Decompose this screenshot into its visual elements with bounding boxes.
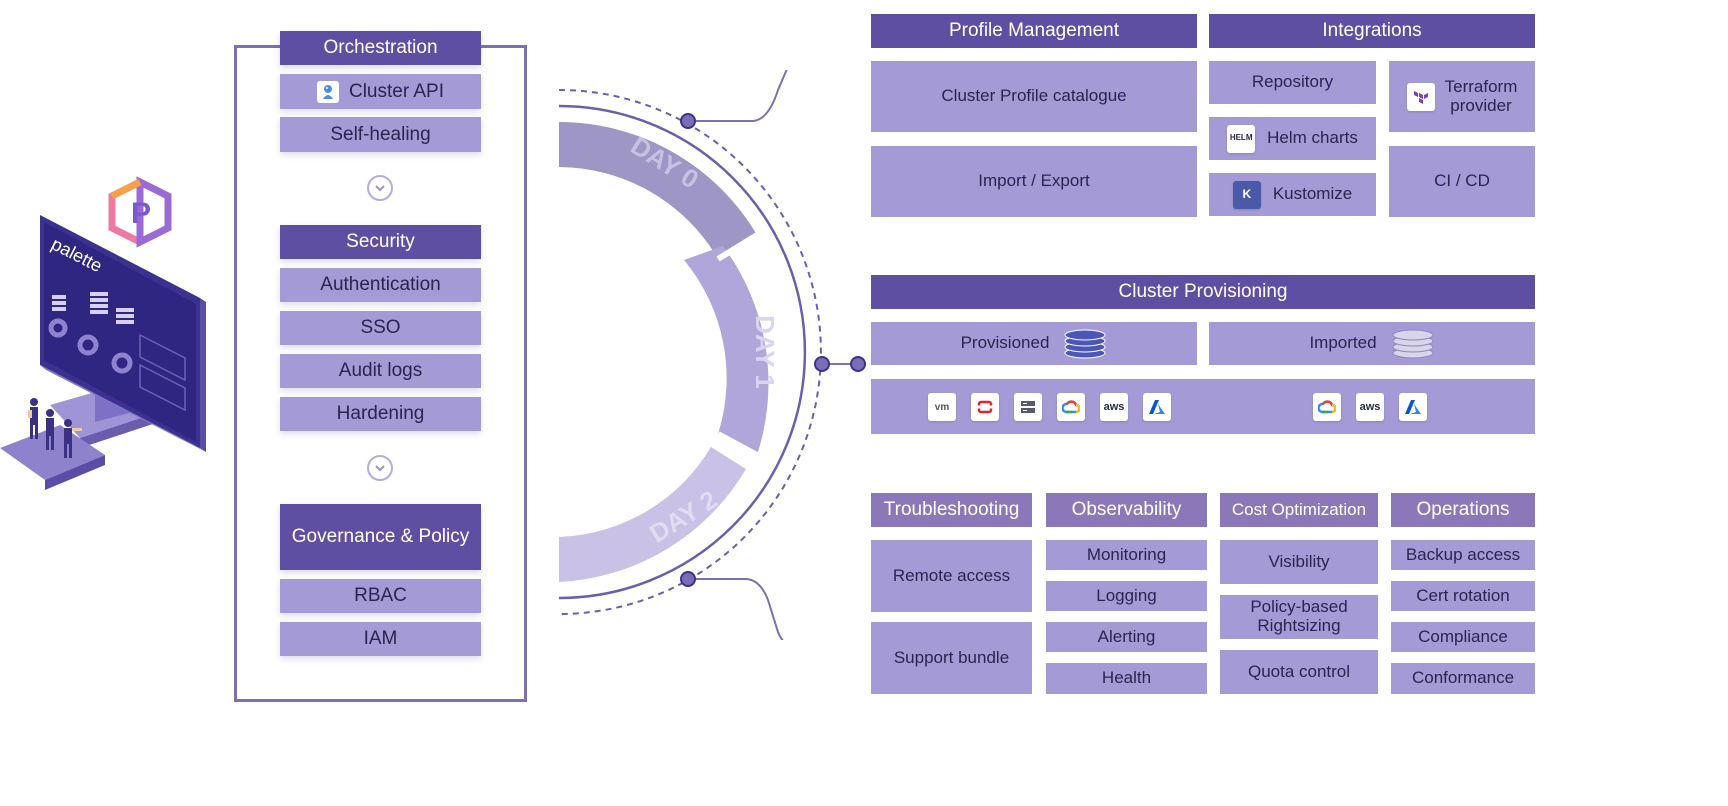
- backup-access-item: Backup access: [1391, 540, 1535, 570]
- cluster-api-label: Cluster API: [348, 80, 445, 102]
- monitoring-item: Monitoring: [1046, 540, 1207, 570]
- troubleshooting-header: Troubleshooting: [871, 493, 1032, 527]
- helm-charts-item: HELM Helm charts: [1209, 117, 1376, 160]
- quota-control-item: Quota control: [1220, 650, 1378, 694]
- lifecycle-arc: DAY 0 DAY 1 DAY 2: [558, 70, 866, 640]
- helm-icon: HELM: [1227, 124, 1256, 153]
- palette-logo-icon: P: [108, 176, 172, 248]
- cluster-api-icon: [316, 80, 339, 103]
- svg-text:P: P: [131, 197, 151, 230]
- terraform-icon: [1406, 82, 1435, 111]
- azure-icon: [1399, 393, 1427, 421]
- day1-node: [814, 356, 830, 372]
- hardening-item: Hardening: [280, 397, 481, 431]
- rbac-item: RBAC: [280, 579, 481, 613]
- vmware-icon: vm: [928, 393, 956, 421]
- alerting-item: Alerting: [1046, 622, 1207, 652]
- cluster-profile-catalogue-item: Cluster Profile catalogue: [871, 61, 1197, 132]
- helm-charts-label: Helm charts: [1267, 128, 1358, 148]
- provisioning-connector-node: [850, 356, 866, 372]
- terraform-provider-item: Terraform provider: [1389, 61, 1535, 132]
- day0-node: [680, 113, 696, 129]
- cluster-api-item: Cluster API: [280, 74, 481, 109]
- policy-based-rightsizing-item: Policy-based Rightsizing: [1220, 595, 1378, 639]
- azure-icon: [1143, 393, 1171, 421]
- openshift-icon: [971, 393, 999, 421]
- server-icon: [1014, 393, 1042, 421]
- stack-icon: [1064, 329, 1106, 358]
- observability-header: Observability: [1046, 493, 1207, 527]
- self-healing-item: Self-healing: [280, 117, 481, 152]
- operations-header: Operations: [1391, 493, 1535, 527]
- compliance-item: Compliance: [1391, 622, 1535, 652]
- profile-management-header: Profile Management: [871, 14, 1197, 48]
- audit-logs-item: Audit logs: [280, 354, 481, 388]
- imported-label: Imported: [1309, 333, 1377, 353]
- terraform-label: Terraform provider: [1444, 76, 1518, 115]
- orchestration-header: Orchestration: [280, 31, 481, 65]
- cert-rotation-item: Cert rotation: [1391, 581, 1535, 611]
- provisioned-item: Provisioned: [871, 322, 1197, 365]
- integrations-header: Integrations: [1209, 14, 1535, 48]
- cost-optimization-header: Cost Optimization: [1220, 493, 1378, 527]
- day1-segment: [684, 246, 769, 455]
- aws-icon: aws: [1100, 393, 1128, 421]
- kustomize-label: Kustomize: [1272, 184, 1353, 204]
- import-export-item: Import / Export: [871, 146, 1197, 217]
- aws-icon: aws: [1356, 393, 1384, 421]
- iam-item: IAM: [280, 622, 481, 656]
- cluster-provisioning-header: Cluster Provisioning: [871, 275, 1535, 309]
- chevron-down-icon: [367, 455, 393, 481]
- gcp-icon: [1057, 393, 1085, 421]
- health-item: Health: [1046, 663, 1207, 694]
- kustomize-item: K Kustomize: [1209, 173, 1376, 216]
- imported-item: Imported: [1209, 322, 1535, 365]
- sso-item: SSO: [280, 311, 481, 345]
- stack-icon: [1392, 329, 1434, 358]
- palette-monitor-illustration: P palette: [0, 176, 206, 490]
- logging-item: Logging: [1046, 581, 1207, 611]
- provisioned-label: Provisioned: [960, 333, 1050, 353]
- day0-segment: [559, 122, 757, 259]
- kustomize-icon: K: [1232, 180, 1261, 209]
- conformance-item: Conformance: [1391, 663, 1535, 694]
- security-header: Security: [280, 225, 481, 259]
- visibility-item: Visibility: [1220, 540, 1378, 584]
- day2-node: [680, 571, 696, 587]
- governance-policy-header: Governance & Policy: [280, 504, 481, 570]
- gcp-icon: [1313, 393, 1341, 421]
- remote-access-item: Remote access: [871, 540, 1032, 612]
- ci-cd-item: CI / CD: [1389, 146, 1535, 217]
- day2-segment: [559, 447, 746, 582]
- repository-item: Repository: [1209, 61, 1376, 104]
- support-bundle-item: Support bundle: [871, 622, 1032, 694]
- authentication-item: Authentication: [280, 268, 481, 302]
- chevron-down-icon: [367, 175, 393, 201]
- day1-label: DAY 1: [750, 315, 780, 389]
